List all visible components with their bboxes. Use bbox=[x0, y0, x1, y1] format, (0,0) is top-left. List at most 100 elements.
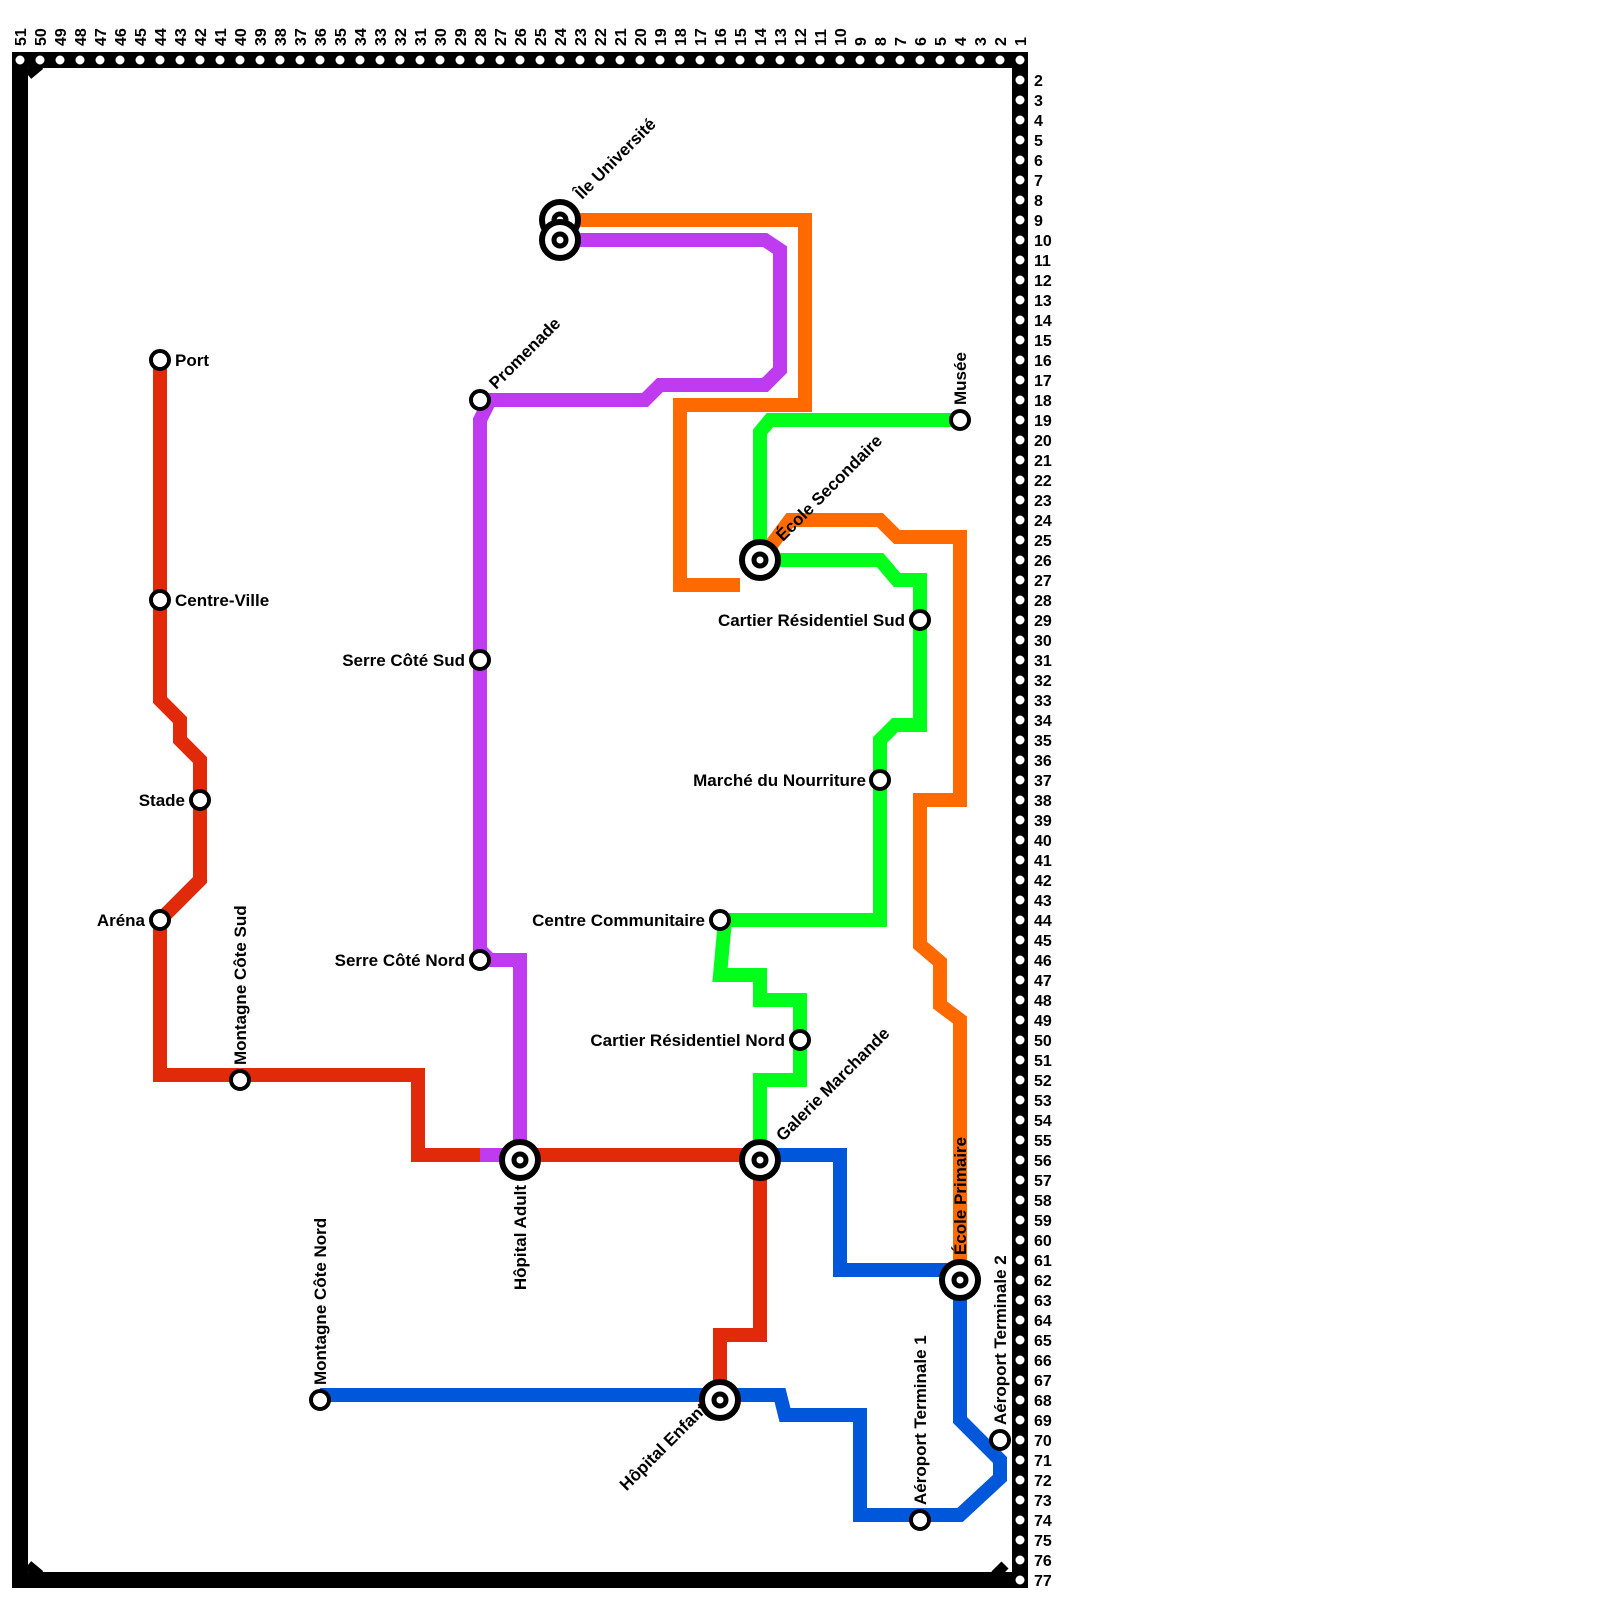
row-tick-dot bbox=[1012, 1472, 1028, 1488]
column-tick-dot bbox=[472, 52, 488, 68]
row-tick-dot bbox=[1012, 752, 1028, 768]
row-tick-dot bbox=[1012, 1512, 1028, 1528]
column-tick-dot bbox=[212, 52, 228, 68]
row-tick-label: 66 bbox=[1034, 1353, 1052, 1370]
station-port[interactable] bbox=[149, 349, 171, 371]
station-stade[interactable] bbox=[189, 789, 211, 811]
row-tick-dot bbox=[1012, 812, 1028, 828]
column-tick-dot bbox=[572, 52, 588, 68]
row-tick-dot bbox=[1012, 452, 1028, 468]
row-tick-dot bbox=[1012, 532, 1028, 548]
map-frame bbox=[12, 52, 1028, 1588]
station-musee[interactable] bbox=[949, 409, 971, 431]
row-tick-dot bbox=[1012, 212, 1028, 228]
column-tick-dot bbox=[132, 52, 148, 68]
station-ecole-secondaire[interactable] bbox=[739, 539, 781, 581]
column-tick-label: 9 bbox=[853, 37, 870, 46]
label-montagne-cote-sud: Montagne Côte Sud bbox=[231, 905, 250, 1065]
label-montagne-cote-nord: Montagne Côte Nord bbox=[311, 1218, 330, 1385]
row-tick-label: 42 bbox=[1034, 873, 1052, 890]
row-tick-label: 74 bbox=[1034, 1513, 1052, 1530]
station-cartier-residentiel-sud[interactable] bbox=[909, 609, 931, 631]
column-tick-label: 33 bbox=[373, 28, 390, 46]
station-centre-communitaire[interactable] bbox=[709, 909, 731, 931]
station-promenade[interactable] bbox=[469, 389, 491, 411]
row-tick-dot bbox=[1012, 872, 1028, 888]
row-tick-dot bbox=[1012, 552, 1028, 568]
row-tick-dot bbox=[1012, 1352, 1028, 1368]
station-serre-cote-sud[interactable] bbox=[469, 649, 491, 671]
column-tick-dot bbox=[872, 52, 888, 68]
column-tick-label: 7 bbox=[893, 37, 910, 46]
column-tick-label: 51 bbox=[13, 28, 30, 46]
column-tick-label: 46 bbox=[113, 28, 130, 46]
column-tick-label: 16 bbox=[713, 28, 730, 46]
row-tick-label: 34 bbox=[1034, 713, 1052, 730]
column-tick-label: 34 bbox=[353, 28, 370, 46]
column-tick-label: 10 bbox=[833, 28, 850, 46]
row-tick-label: 9 bbox=[1034, 213, 1043, 230]
column-tick-label: 43 bbox=[173, 28, 190, 46]
station-aeroport-terminale-2[interactable] bbox=[989, 1429, 1011, 1451]
row-tick-dot bbox=[1012, 592, 1028, 608]
column-tick-label: 30 bbox=[433, 28, 450, 46]
row-tick-label: 53 bbox=[1034, 1093, 1052, 1110]
column-tick-label: 15 bbox=[733, 28, 750, 46]
column-tick-dot bbox=[172, 52, 188, 68]
station-serre-cote-nord[interactable] bbox=[469, 949, 491, 971]
column-tick-dot bbox=[932, 52, 948, 68]
row-tick-label: 55 bbox=[1034, 1133, 1052, 1150]
row-tick-label: 64 bbox=[1034, 1313, 1052, 1330]
column-tick-label: 49 bbox=[53, 28, 70, 46]
row-tick-label: 26 bbox=[1034, 553, 1052, 570]
station-galerie-marchande[interactable] bbox=[739, 1139, 781, 1181]
column-tick-label: 18 bbox=[673, 28, 690, 46]
column-tick-label: 1 bbox=[1013, 37, 1030, 46]
column-tick-label: 12 bbox=[793, 28, 810, 46]
column-tick-label: 36 bbox=[313, 28, 330, 46]
station-aeroport-terminale-1[interactable] bbox=[909, 1509, 931, 1531]
station-cartier-residentiel-nord[interactable] bbox=[789, 1029, 811, 1051]
column-tick-label: 29 bbox=[453, 28, 470, 46]
row-tick-dot bbox=[1012, 172, 1028, 188]
row-tick-dot bbox=[1012, 932, 1028, 948]
station-ecole-primaire[interactable] bbox=[939, 1259, 981, 1301]
row-tick-dot bbox=[1012, 1192, 1028, 1208]
station-ile-universite[interactable] bbox=[539, 199, 581, 261]
row-tick-label: 29 bbox=[1034, 613, 1052, 630]
station-marche-du-nourriture[interactable] bbox=[869, 769, 891, 791]
row-tick-dot bbox=[1012, 492, 1028, 508]
column-tick-dot bbox=[492, 52, 508, 68]
row-tick-dot bbox=[1012, 1272, 1028, 1288]
column-tick-label: 48 bbox=[73, 28, 90, 46]
row-ticks: 2345678910111213141516171819202122232425… bbox=[1012, 52, 1052, 1590]
column-tick-dot bbox=[512, 52, 528, 68]
station-montagne-cote-nord[interactable] bbox=[309, 1389, 331, 1411]
row-tick-label: 48 bbox=[1034, 993, 1052, 1010]
row-tick-label: 47 bbox=[1034, 973, 1052, 990]
row-tick-dot bbox=[1012, 712, 1028, 728]
column-tick-label: 47 bbox=[93, 28, 110, 46]
label-port: Port bbox=[175, 351, 209, 370]
station-centre-ville[interactable] bbox=[149, 589, 171, 611]
station-hopital-adult[interactable] bbox=[499, 1139, 541, 1181]
row-tick-label: 41 bbox=[1034, 853, 1052, 870]
column-tick-dot bbox=[12, 52, 28, 68]
label-hopital-enfant: Hôpital Enfant bbox=[616, 1399, 711, 1494]
station-montagne-cote-sud[interactable] bbox=[229, 1069, 251, 1091]
column-tick-dot bbox=[112, 52, 128, 68]
label-cartier-residentiel-sud: Cartier Résidentiel Sud bbox=[718, 611, 905, 630]
column-tick-dot bbox=[432, 52, 448, 68]
column-tick-dot bbox=[652, 52, 668, 68]
column-tick-label: 39 bbox=[253, 28, 270, 46]
label-serre-cote-sud: Serre Côté Sud bbox=[342, 651, 465, 670]
station-arena[interactable] bbox=[149, 909, 171, 931]
row-tick-dot bbox=[1012, 952, 1028, 968]
row-tick-dot bbox=[1012, 192, 1028, 208]
row-tick-dot bbox=[1012, 672, 1028, 688]
row-tick-label: 77 bbox=[1034, 1573, 1052, 1590]
label-stade: Stade bbox=[139, 791, 185, 810]
row-tick-dot bbox=[1012, 472, 1028, 488]
station-hopital-enfant[interactable] bbox=[699, 1379, 741, 1421]
blue-line-path bbox=[320, 1148, 1007, 1522]
